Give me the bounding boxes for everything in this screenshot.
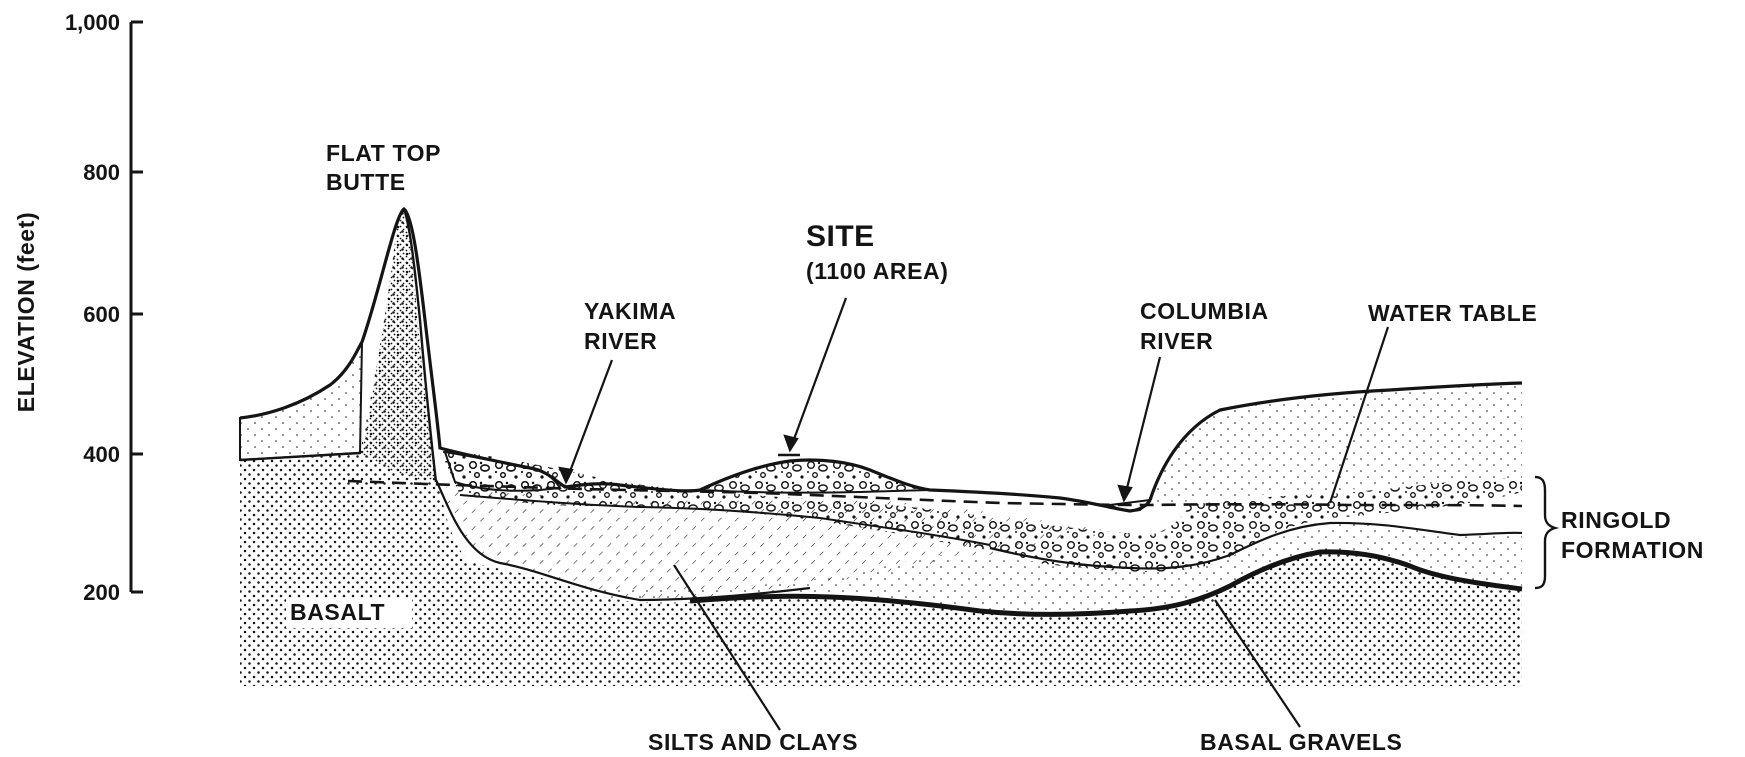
- water-table-label: WATER TABLE: [1368, 300, 1537, 326]
- yakima-river-label-line2: RIVER: [584, 328, 657, 354]
- y-tick-label-400: 400: [83, 442, 120, 467]
- flat-top-butte-label-line1: FLAT TOP: [326, 140, 441, 166]
- basalt-label: BASALT: [290, 599, 385, 625]
- site-arrowhead: [785, 436, 797, 450]
- silts-and-clays-label: SILTS AND CLAYS: [648, 729, 858, 755]
- columbia-arrowhead: [1119, 486, 1131, 500]
- ringold-formation-label-line1: RINGOLD: [1561, 507, 1671, 533]
- butte-core: [362, 208, 436, 480]
- yakima-river-label-line1: YAKIMA: [584, 298, 676, 324]
- columbia-river-label-line1: COLUMBIA: [1140, 298, 1269, 324]
- y-tick-label-800: 800: [83, 160, 120, 185]
- columbia-river-label-line2: RIVER: [1140, 328, 1213, 354]
- ringold-bracket: [1535, 477, 1555, 588]
- basal-gravels-label: BASAL GRAVELS: [1200, 729, 1402, 755]
- y-tick-label-200: 200: [83, 580, 120, 605]
- y-tick-label-600: 600: [83, 302, 120, 327]
- site-pointer: [790, 298, 846, 450]
- site-sub-label: (1100 AREA): [806, 258, 949, 284]
- y-axis-label: ELEVATION (feet): [13, 212, 39, 412]
- yakima-pointer: [566, 360, 612, 482]
- columbia-pointer: [1124, 357, 1160, 500]
- y-tick-label-1000: 1,000: [65, 10, 120, 35]
- site-label: SITE: [806, 220, 875, 253]
- y-axis: 1,000 800 600 400 200 ELEVATION (feet): [13, 10, 143, 605]
- ringold-formation-label-line2: FORMATION: [1561, 537, 1704, 563]
- flat-top-butte-label-line2: BUTTE: [326, 169, 406, 195]
